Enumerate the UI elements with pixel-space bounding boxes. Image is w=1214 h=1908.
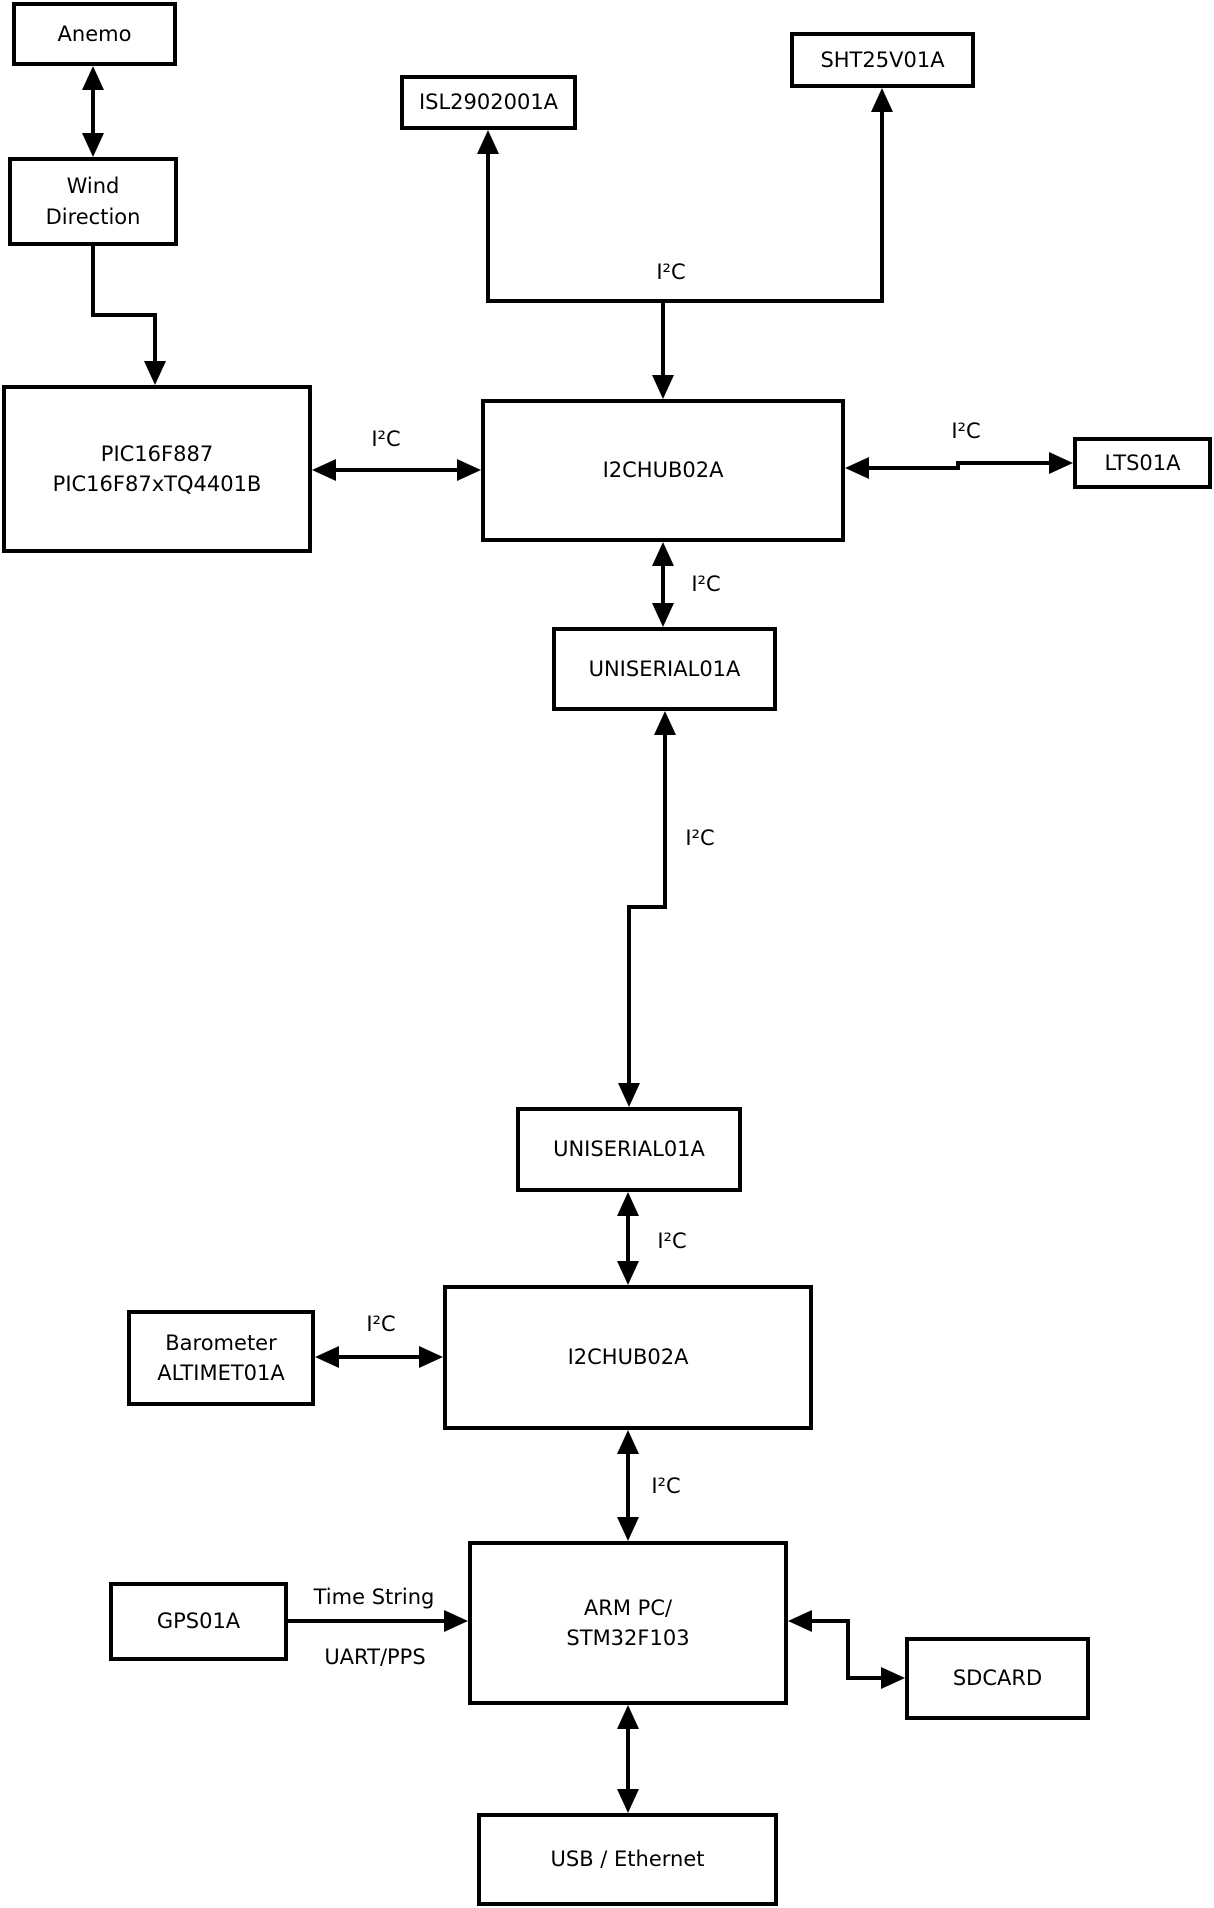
node-barometer-altimet01a: Barometer ALTIMET01A — [127, 1310, 315, 1406]
edge-uniserial-link-h — [627, 905, 667, 909]
arrowhead-up-anemo — [82, 66, 104, 90]
edge-wind-pic-v1 — [91, 246, 95, 316]
node-anemo: Anemo — [12, 2, 177, 66]
node-i2chub02a-top: I2CHUB02A — [481, 399, 845, 542]
edge-arm-usb-line — [626, 1723, 630, 1793]
arrowhead-up-uniserial-upper — [654, 711, 676, 735]
edge-barometer-hub2-line — [333, 1355, 425, 1359]
node-usb-ethernet: USB / Ethernet — [477, 1813, 778, 1906]
arrowhead-right-hub-top-left — [457, 459, 481, 481]
edge-arm-sdcard-h2 — [846, 1676, 887, 1680]
arrowhead-right-arm-left — [444, 1610, 468, 1632]
edge-label-i2c-uniserial-link: I²C — [685, 826, 715, 850]
arrowhead-left-hub-top-right — [845, 457, 869, 479]
edge-label-i2c-uniserial-hub2: I²C — [657, 1229, 687, 1253]
arrowhead-left-pic — [312, 459, 336, 481]
edge-hub-lts-step — [956, 461, 960, 470]
arrowhead-up-isl — [477, 130, 499, 154]
edge-uniserial-hub2-line — [626, 1210, 630, 1265]
node-sht25v01a: SHT25V01A — [790, 32, 975, 88]
arrowhead-down-wind — [82, 133, 104, 157]
edge-label-time-string: Time String — [313, 1585, 435, 1609]
arrowhead-down-arm — [617, 1517, 639, 1541]
arrowhead-up-uniserial-lower-bottom — [617, 1192, 639, 1216]
edge-label-i2c-pic-hub: I²C — [371, 427, 401, 451]
arrowhead-up-sht — [871, 88, 893, 112]
edge-label-i2c-barometer-hub2: I²C — [366, 1312, 396, 1336]
node-sdcard: SDCARD — [905, 1637, 1090, 1720]
edge-uniserial-link-v1 — [663, 729, 667, 909]
node-uniserial01a-upper: UNISERIAL01A — [552, 627, 777, 711]
edge-sht-vline — [880, 106, 884, 303]
edge-trunk-hub-vline — [661, 303, 665, 381]
edge-arm-sdcard-h1 — [806, 1619, 850, 1623]
arrowhead-down-uniserial-upper — [652, 603, 674, 627]
edge-hub-lts-segA — [865, 466, 960, 470]
node-pic16f887: PIC16F887 PIC16F87xTQ4401B — [2, 385, 312, 553]
edge-uniserial-link-v2 — [627, 905, 631, 1085]
node-wind-direction: Wind Direction — [8, 157, 178, 246]
edge-label-i2c-hub2-arm: I²C — [651, 1474, 681, 1498]
edge-hub-lts-segB — [958, 461, 1053, 465]
arrowhead-up-arm-bottom — [617, 1705, 639, 1729]
edge-anemo-wind-line — [91, 85, 95, 140]
arrowhead-right-hub2-left — [419, 1346, 443, 1368]
edge-sensor-trunk-hline — [486, 299, 884, 303]
arrowhead-up-hub2-bottom — [617, 1430, 639, 1454]
arrowhead-left-arm-right — [788, 1610, 812, 1632]
arrowhead-down-uniserial-lower — [618, 1083, 640, 1107]
edge-label-uart-pps: UART/PPS — [324, 1645, 426, 1669]
edge-wind-pic-h — [91, 313, 157, 317]
arrowhead-down-hub-top — [652, 375, 674, 399]
node-uniserial01a-lower: UNISERIAL01A — [516, 1107, 742, 1192]
edge-hub-uniserial-line — [661, 560, 665, 610]
arrowhead-right-sdcard — [881, 1667, 905, 1689]
arrowhead-down-usb — [617, 1789, 639, 1813]
node-arm-pc-stm32f103: ARM PC/ STM32F103 — [468, 1541, 788, 1705]
edge-gps-arm-line — [288, 1619, 446, 1623]
node-lts01a: LTS01A — [1073, 437, 1212, 489]
arrowhead-down-hub2 — [617, 1261, 639, 1285]
edge-label-i2c-hub-lts: I²C — [951, 419, 981, 443]
arrowhead-left-barometer — [315, 1346, 339, 1368]
node-i2chub02a-bottom: I2CHUB02A — [443, 1285, 813, 1430]
arrowhead-right-lts — [1049, 452, 1073, 474]
node-gps01a: GPS01A — [109, 1582, 288, 1661]
arrowhead-up-hub-top-bottom — [652, 542, 674, 566]
edge-pic-hub-line — [330, 468, 462, 472]
node-isl2902001a: ISL2902001A — [400, 75, 577, 130]
edge-label-i2c-sensor-bus: I²C — [656, 260, 686, 284]
edge-hub2-arm-line — [626, 1448, 630, 1521]
arrowhead-down-pic — [144, 361, 166, 385]
edge-arm-sdcard-v — [846, 1619, 850, 1680]
edge-wind-pic-v2 — [153, 313, 157, 363]
edge-label-i2c-hub-uniserial: I²C — [691, 572, 721, 596]
edge-isl-vline — [486, 148, 490, 303]
